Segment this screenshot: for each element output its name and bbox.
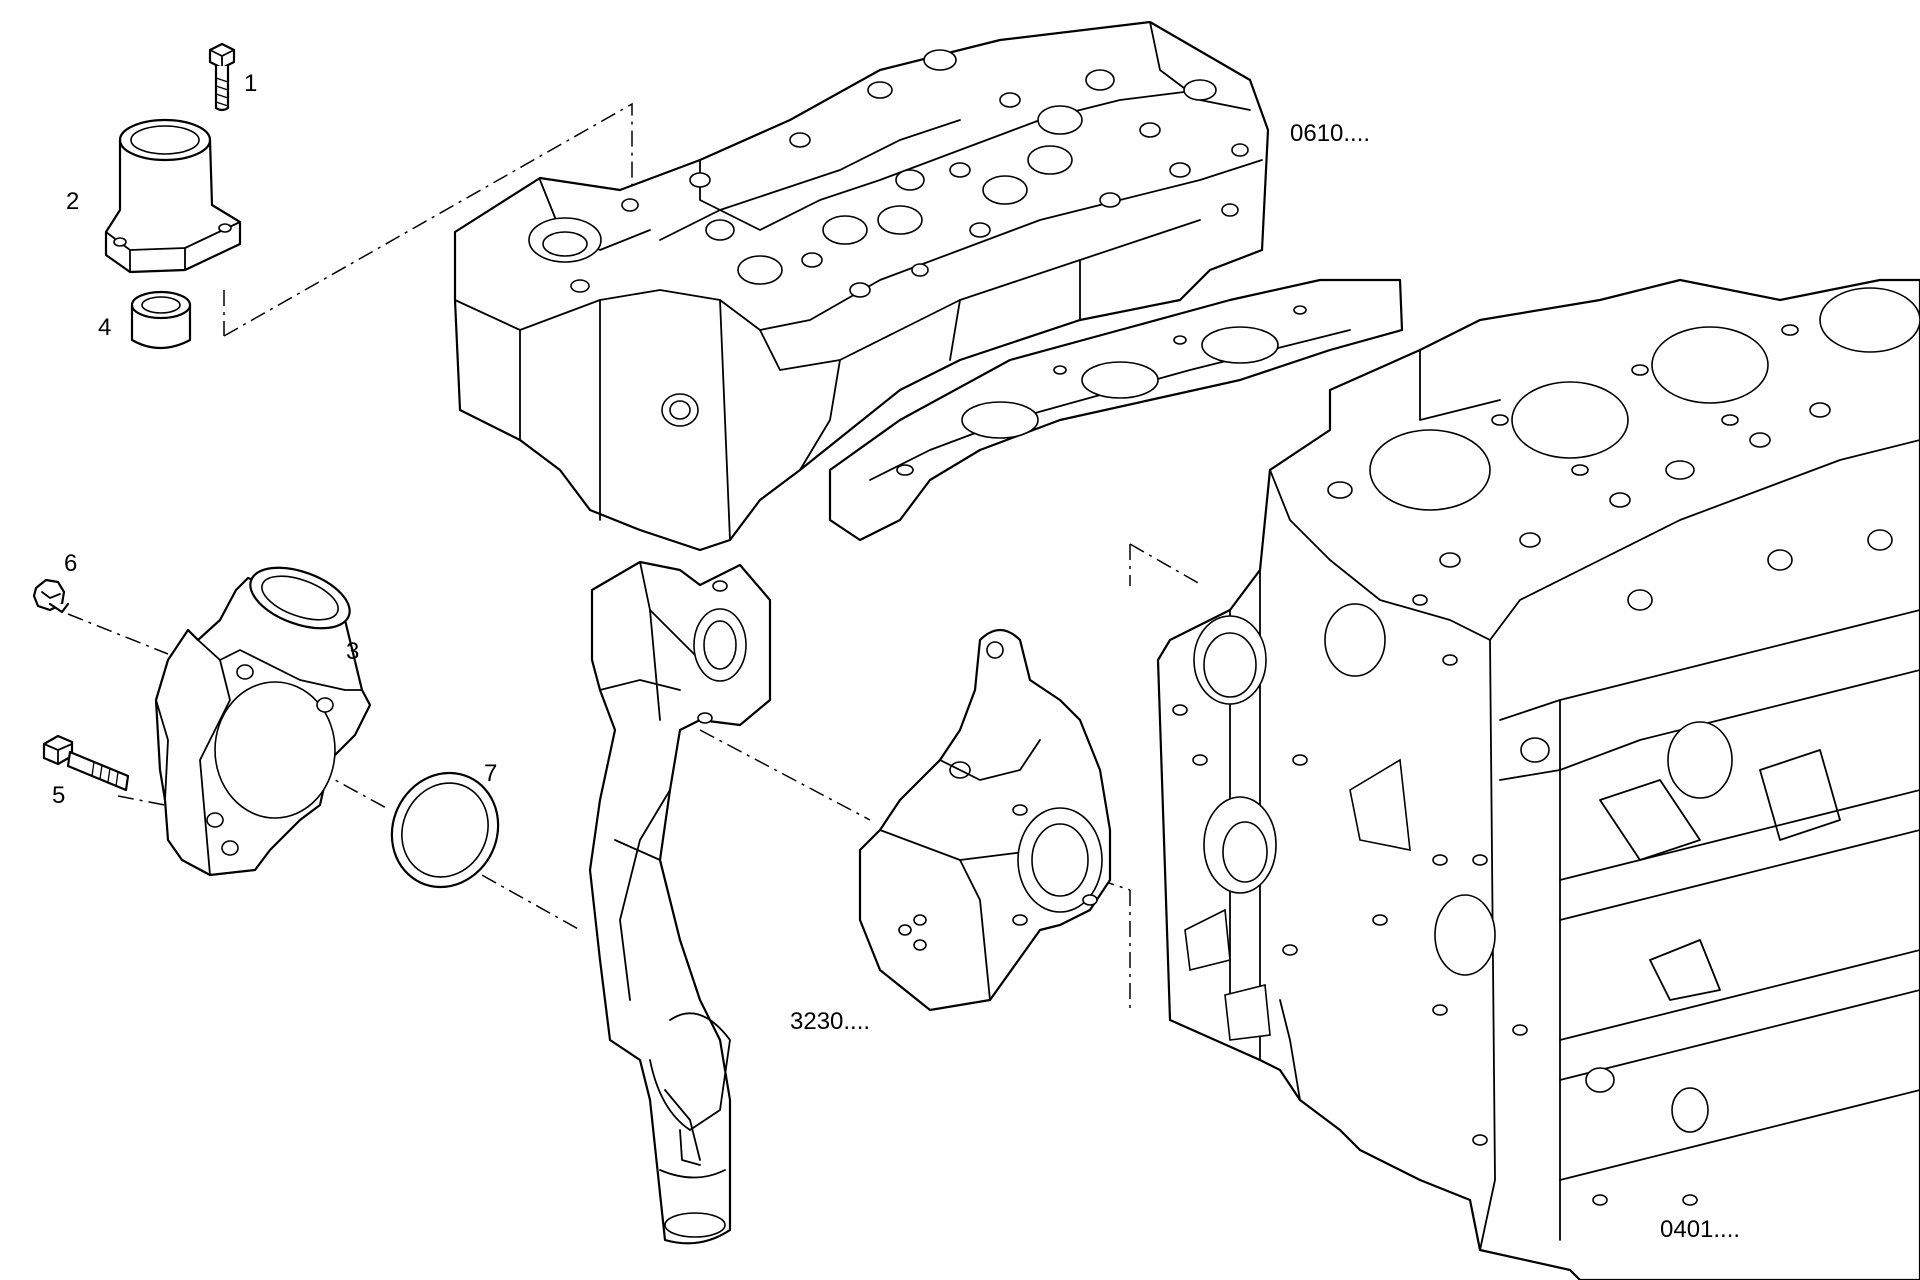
callout-3: 3 bbox=[346, 638, 360, 665]
coolant-pipe-assembly bbox=[588, 560, 772, 1245]
callout-6: 6 bbox=[64, 550, 78, 577]
thermostat-housing-assembly bbox=[858, 628, 1112, 1012]
callout-4: 4 bbox=[98, 314, 112, 341]
callout-7: 7 bbox=[484, 760, 498, 787]
callout-1: 1 bbox=[244, 70, 258, 97]
part-5-bolt bbox=[42, 734, 130, 792]
reference-cylinder-head: 0610.... bbox=[1290, 120, 1371, 147]
callout-2: 2 bbox=[66, 188, 80, 215]
part-6-plug bbox=[32, 578, 70, 614]
cylinder-head-assembly bbox=[453, 20, 1404, 552]
part-7-gasket bbox=[390, 771, 500, 889]
callout-5: 5 bbox=[52, 782, 66, 809]
reference-water-pipe: 3230.... bbox=[790, 1008, 871, 1035]
part-1-bolt bbox=[208, 42, 236, 112]
reference-engine-block: 0401.... bbox=[1660, 1216, 1741, 1243]
part-3-pipe-housing bbox=[154, 566, 372, 877]
engine-block-assembly bbox=[1156, 278, 1920, 1280]
part-4-seal-ring bbox=[130, 290, 192, 350]
part-2-water-outlet bbox=[104, 118, 242, 274]
